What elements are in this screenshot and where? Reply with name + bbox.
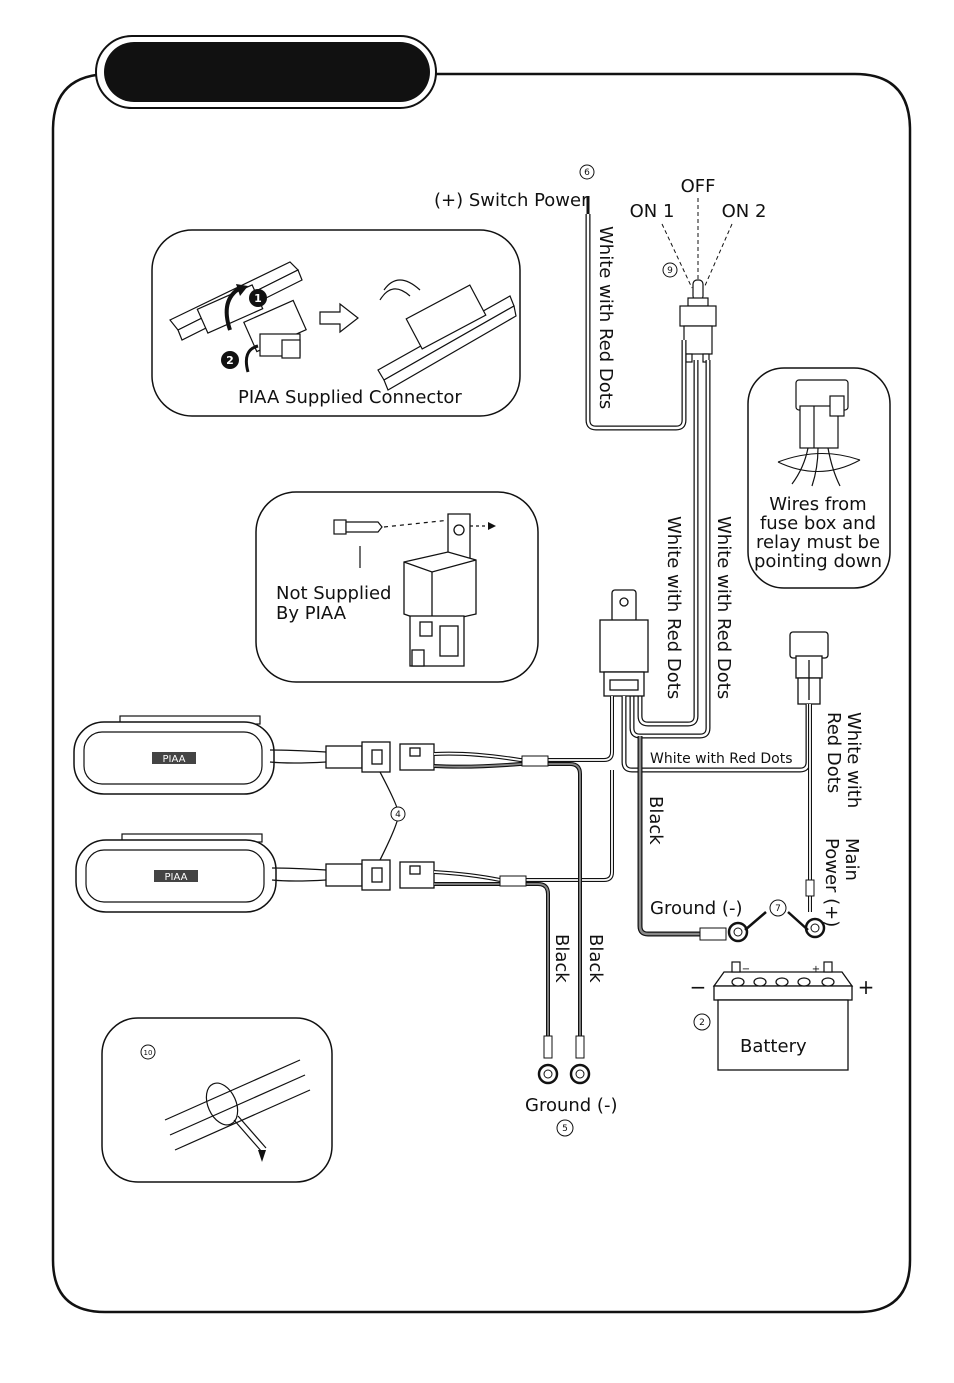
callout-7: [769, 899, 787, 917]
main-power-label-b: Power (+): [821, 838, 842, 927]
on2-label: ON 2: [722, 201, 767, 222]
callout-2-text: 2: [699, 1018, 705, 1028]
wire-label-black-right: Black: [585, 934, 606, 983]
wire-label-black-left: Black: [551, 934, 572, 983]
arrow-2: [244, 344, 259, 373]
main-wire-label-a: White with: [843, 712, 864, 808]
wire-label-switch-1: White with Red Dots: [663, 516, 684, 699]
wires-note-line2: fuse box and: [760, 513, 876, 534]
battery-label: Battery: [740, 1036, 807, 1057]
page-frame: [51, 72, 912, 1314]
relay-mount-inset: Not Supplied By PIAA: [255, 491, 539, 683]
battery-plus: +: [858, 975, 875, 999]
arrow-1: [224, 286, 242, 331]
switch-wires: [585, 214, 711, 739]
main-power-label-a: Main: [841, 838, 862, 881]
lamp-bottom-badge: PIAA: [165, 872, 188, 883]
step2-badge: [221, 351, 239, 369]
wires-note-line3: relay must be: [756, 532, 880, 553]
off-label: OFF: [681, 176, 716, 197]
lamp-bottom: PIAA: [75, 833, 277, 913]
wire-label-switch-power: White with Red Dots: [595, 226, 616, 409]
step1-label: 1: [254, 292, 262, 305]
lamp-connectors: [269, 741, 435, 891]
lamp-top: PIAA: [73, 715, 275, 795]
wires-note-line1: Wires from: [769, 494, 866, 515]
switch-power-label: (+) Switch Power: [434, 190, 589, 211]
callout-10-text: 10: [144, 1049, 153, 1057]
callout-4: [390, 806, 406, 822]
relay: [599, 589, 649, 697]
relay-fuse-wire: [621, 696, 811, 773]
callout-9: [662, 262, 678, 278]
callout-9-text: 9: [667, 266, 673, 276]
battery: − + − + 2 Battery: [690, 961, 875, 1071]
header-pill: [104, 42, 430, 102]
ground-label-bottom: Ground (-): [525, 1095, 617, 1116]
callout-10: [140, 1044, 156, 1060]
main-power-wire: [805, 704, 815, 912]
lamp-harness: [433, 696, 614, 1059]
ground-label-top: Ground (-): [650, 898, 742, 919]
main-power-terminal: [804, 917, 826, 939]
fuse-holder: [789, 631, 829, 705]
wire-label-switch-2: White with Red Dots: [713, 516, 734, 699]
right-arrow: [319, 302, 359, 334]
callout-5: [556, 1119, 574, 1137]
callout-6-text: 6: [584, 168, 590, 178]
callout-6: [579, 164, 595, 180]
battery-minus: −: [690, 975, 707, 999]
on1-label: ON 1: [630, 201, 675, 222]
not-supplied-line1: Not Supplied: [276, 583, 391, 604]
relay-ground-wire: [637, 736, 749, 943]
wires-note-line4: pointing down: [754, 551, 882, 572]
battery-minus-small: −: [742, 964, 750, 975]
not-supplied-line2: By PIAA: [276, 603, 347, 624]
step2-label: 2: [226, 354, 234, 367]
lamp-top-badge: PIAA: [163, 754, 186, 765]
step1-badge: [249, 289, 267, 307]
callout-4-text: 4: [395, 810, 401, 820]
cable-tie-inset: 10: [101, 1017, 333, 1183]
main-wire-label-b: Red Dots: [823, 712, 844, 793]
connector-caption: PIAA Supplied Connector: [238, 387, 462, 408]
wire-label-relay-fuse: White with Red Dots: [650, 751, 793, 767]
ground-terminals: [537, 1063, 591, 1085]
rocker-switch: [679, 279, 717, 363]
fuse-note-inset: Wires from fuse box and relay must be po…: [747, 367, 891, 589]
connector-inset: 1 2 PIAA Supplied Connector: [151, 229, 521, 417]
callout-2: [693, 1013, 711, 1031]
battery-plus-small: +: [812, 964, 820, 975]
wire-label-relay-black: Black: [645, 796, 666, 845]
switch-assembly: 6 (+) Switch Power OFF ON 1 ON 2 9: [434, 164, 767, 363]
callout-5-text: 5: [562, 1124, 568, 1134]
callout-7-text: 7: [775, 904, 781, 914]
